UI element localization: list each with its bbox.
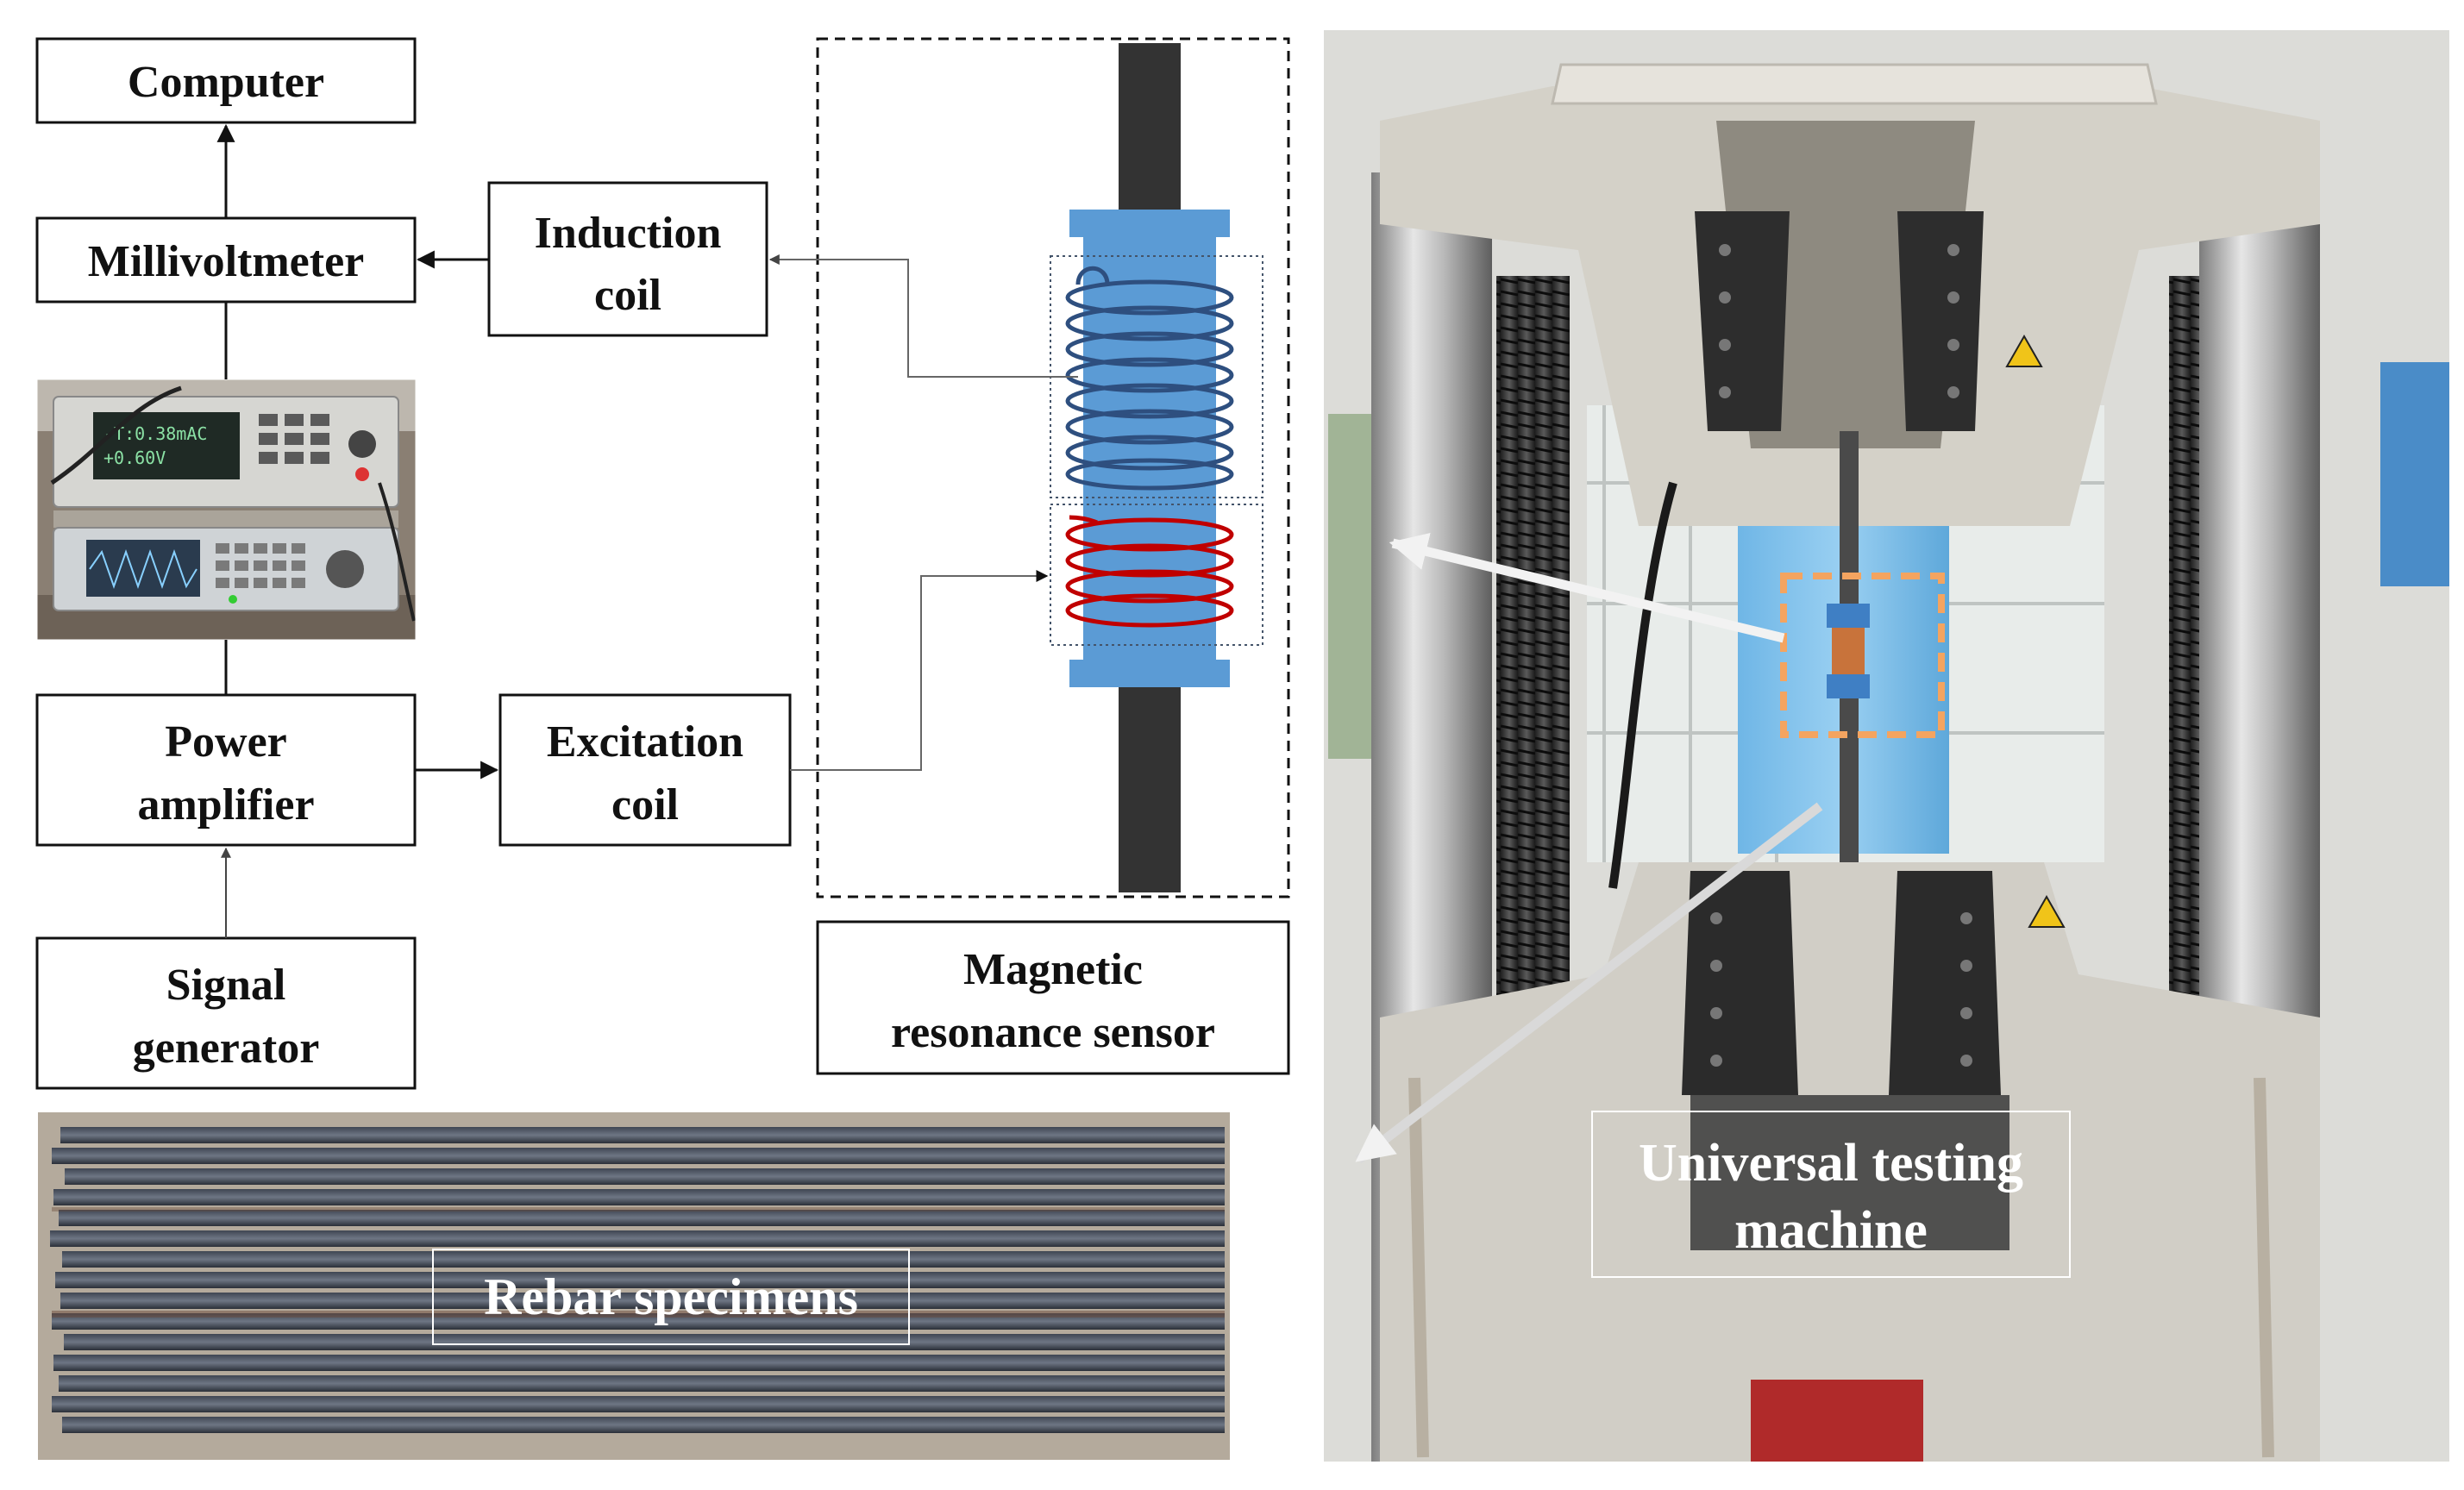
rebar-specimens-photo <box>38 1112 1230 1460</box>
excitation-lead <box>790 570 1049 771</box>
induction-lead <box>768 254 1078 378</box>
svg-text:+0.60V: +0.60V <box>103 448 166 468</box>
millivoltmeter-block <box>35 216 417 304</box>
rebar-specimens-label-box <box>432 1249 910 1345</box>
sensor-dashed-frame <box>816 37 1290 898</box>
pointer-arrow-lower <box>1355 802 1823 1164</box>
power-amplifier-label-line1: Power <box>165 717 286 767</box>
signal-generator-label-line1: Signal <box>166 961 286 1010</box>
computer-block <box>35 37 417 124</box>
power-amplifier-block <box>35 693 417 847</box>
excitation-coil-label-line2: coil <box>611 780 679 830</box>
excitation-coil-region <box>1050 504 1263 646</box>
induction-coil-label-line2: coil <box>594 271 661 320</box>
induction-coil-block <box>487 181 768 337</box>
magnetic-resonance-sensor-label-line2: resonance sensor <box>891 1008 1215 1057</box>
universal-testing-machine-photo <box>1324 30 2449 1462</box>
excitation-coil-winding <box>1065 515 1234 628</box>
instruments-photo: -T:0.38mAC +0.60V <box>37 379 416 640</box>
millivoltmeter-label: Millivoltmeter <box>88 237 365 286</box>
signal-generator-label-line2: generator <box>133 1024 320 1073</box>
sensor-highlight-box <box>1780 573 1945 738</box>
signal-generator-block <box>35 936 417 1090</box>
rebar-specimens-label: Rebar specimens <box>484 1268 858 1325</box>
excitation-coil-block <box>498 693 792 847</box>
magnetic-resonance-sensor-label-line1: Magnetic <box>963 945 1143 994</box>
universal-testing-machine-label-line1: Universal testing <box>1639 1134 2023 1193</box>
excitation-coil-label-line1: Excitation <box>547 717 743 767</box>
computer-label: Computer <box>128 58 324 107</box>
power-amplifier-label-line2: amplifier <box>137 780 314 830</box>
pointer-arrow-upper <box>1389 532 1785 643</box>
induction-coil-winding <box>1065 266 1234 491</box>
induction-coil-label-line1: Induction <box>535 209 722 258</box>
universal-testing-machine-label-line2: machine <box>1734 1201 1928 1260</box>
universal-testing-machine-label-box <box>1591 1111 2071 1278</box>
magnetic-resonance-sensor-block <box>816 920 1290 1075</box>
